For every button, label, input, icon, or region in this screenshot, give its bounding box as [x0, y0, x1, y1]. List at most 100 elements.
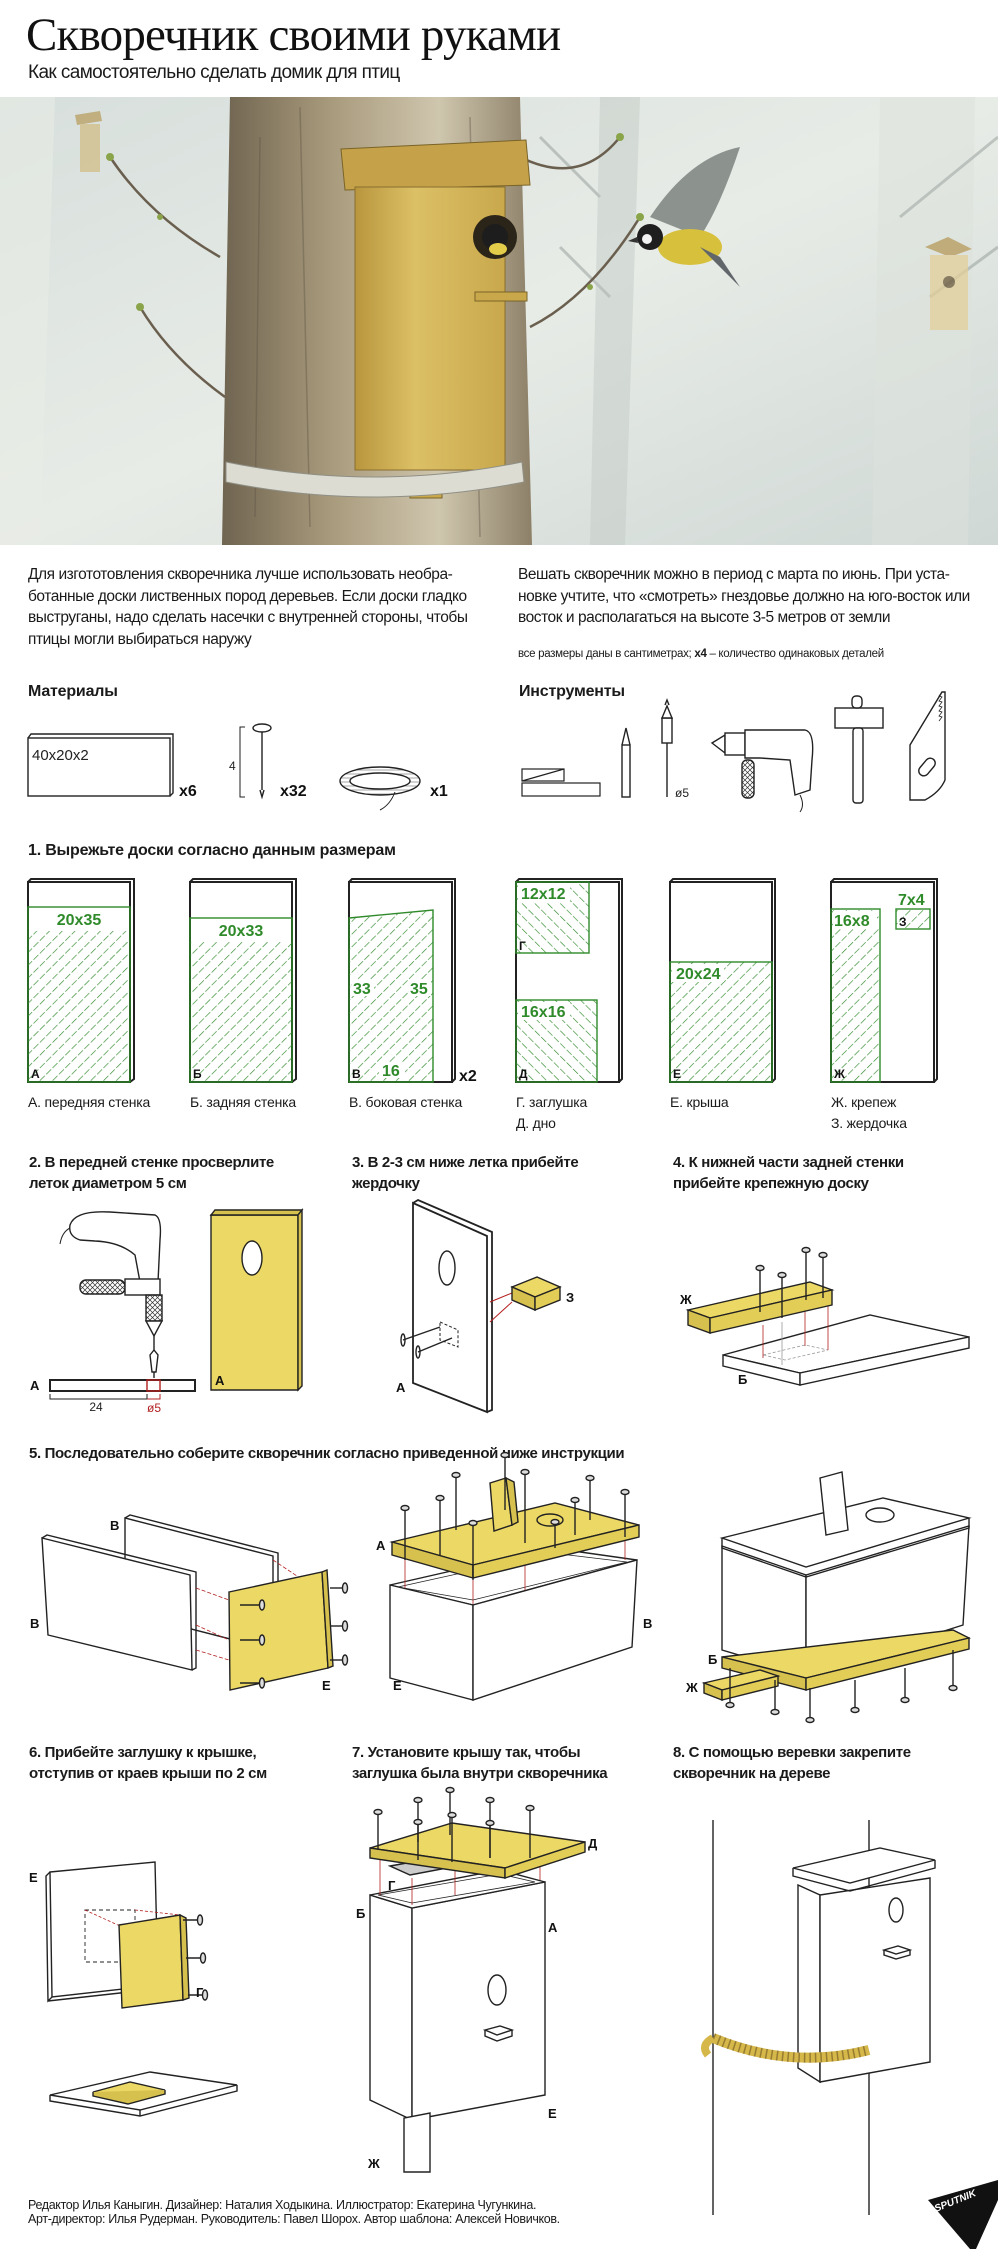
- label-e: Е: [393, 1678, 402, 1693]
- board-b: 20x33 Б: [189, 878, 297, 1083]
- dim-v-left: 33: [353, 981, 371, 998]
- nail-icon: [725, 1668, 735, 1709]
- step5-drawing-sides: В В Е: [30, 1514, 349, 1693]
- rope-illustration: [225, 461, 525, 498]
- nail-material: 4 x32: [229, 723, 307, 800]
- nail-icon: [447, 1811, 457, 1862]
- step5-drawing-assembled: Б Ж: [685, 1471, 972, 1724]
- label-d: Д: [588, 1836, 598, 1851]
- label-zh: Ж: [367, 2156, 380, 2171]
- nail-icon: [818, 1251, 828, 1298]
- nail-icon: [620, 1488, 630, 1537]
- caption-d: Д. дно: [516, 1115, 556, 1131]
- page-title: Скворечник своими руками: [26, 9, 561, 61]
- letter-e: Е: [673, 1067, 681, 1081]
- label-a-board: А: [215, 1373, 225, 1388]
- birdhouse-illustration: [340, 139, 531, 499]
- nail-icon: [330, 1582, 349, 1594]
- label-zh: Ж: [679, 1292, 692, 1307]
- caption-zh: Ж. крепеж: [831, 1094, 897, 1110]
- nail-icon: [900, 1668, 910, 1704]
- nail-icon: [485, 1819, 495, 1858]
- caption-e: Е. крыша: [670, 1094, 729, 1110]
- units-note-suffix: – количество одинаковых деталей: [706, 648, 884, 660]
- qty-v: x2: [459, 1068, 477, 1085]
- caption-b: Б. задняя стенка: [190, 1094, 296, 1110]
- step6-heading: 6. Прибейте заглушку к крышке, отступив …: [29, 1744, 267, 1782]
- nail-icon: [186, 1952, 207, 1964]
- step7-drawing: Д Г Б А Е Ж: [356, 1786, 598, 2173]
- step8-heading: 8. С помощью веревки закрепите скворечни…: [673, 1744, 911, 1782]
- pencil-icon: [621, 727, 631, 798]
- nail-icon: [188, 1989, 209, 2001]
- board-v: 33 35 16 В x2: [348, 878, 477, 1085]
- nail-qty: x32: [280, 783, 307, 800]
- hammer-icon: [834, 695, 884, 804]
- nail-icon: [400, 1504, 410, 1560]
- ruler-icon: [521, 768, 601, 797]
- rope-qty: x1: [430, 783, 448, 800]
- step8-drawing: [700, 1820, 936, 2215]
- letter-g: Г: [519, 939, 526, 953]
- board-e: 20x24 Е: [669, 878, 776, 1083]
- label-a: А: [396, 1380, 406, 1395]
- board-size: 40x20x2: [32, 747, 89, 764]
- label-b: Б: [708, 1652, 717, 1667]
- label-b: Б: [738, 1372, 747, 1387]
- label-z: З: [566, 1290, 574, 1305]
- board-qty: x6: [179, 783, 197, 800]
- step3-drawing: З А: [396, 1198, 574, 1414]
- bird-illustration: [628, 147, 740, 287]
- nail-icon: [850, 1680, 860, 1714]
- nails: [240, 1582, 349, 1689]
- step2-drawing: 24 ø5 А А: [30, 1208, 304, 1415]
- label-g: Г: [196, 1985, 204, 2000]
- units-note: все размеры даны в сантиметрах; x4 – кол…: [518, 648, 884, 660]
- nail-icon: [451, 1471, 461, 1530]
- dim-e: 20x24: [676, 966, 721, 983]
- nail-icon: [755, 1264, 765, 1312]
- label-g: Г: [388, 1878, 396, 1893]
- label-v: В: [110, 1518, 119, 1533]
- drill-bit-icon: ø5: [660, 698, 689, 800]
- tools-heading: Инструменты: [519, 683, 625, 700]
- hero-illustration: [0, 97, 998, 545]
- materials-heading: Материалы: [28, 683, 118, 700]
- intro-text-left: Для изгототовления скворечника лучше исп…: [28, 566, 468, 648]
- step1-heading: 1. Вырежьте доски согласно данным размер…: [28, 842, 396, 859]
- board-zh-z: 16x8 Ж 7x4 З: [830, 878, 938, 1083]
- caption-v: В. боковая стенка: [349, 1094, 463, 1110]
- nail-icon: [240, 1634, 266, 1646]
- label-e: Е: [322, 1678, 331, 1693]
- units-note-bold: x4: [694, 648, 707, 660]
- nail-icon: [413, 1818, 423, 1860]
- dim-v-right: 35: [410, 981, 428, 998]
- nail-length: 4: [229, 759, 236, 773]
- bit-diameter: ø5: [675, 786, 689, 800]
- nail-icon: [500, 1451, 510, 1510]
- sputnik-logo: SPUTNIK: [928, 2180, 998, 2249]
- label-a: А: [548, 1920, 558, 1935]
- step3-heading: 3. В 2-3 см ниже летка прибейте жердочку: [352, 1154, 579, 1192]
- step2-heading: 2. В передней стенке просверлите леток д…: [29, 1154, 274, 1192]
- nail-icon: [240, 1599, 266, 1611]
- nail-icon: [330, 1654, 349, 1666]
- nail-icon: [240, 1677, 266, 1689]
- board-g-d: 12x12 Г 16x16 Д: [515, 878, 623, 1083]
- step5-heading: 5. Последовательно соберите скворечник с…: [29, 1445, 625, 1462]
- nail-icon: [525, 1804, 535, 1858]
- page-subtitle: Как самостоятельно сделать домик для пти…: [28, 62, 400, 83]
- dim-zh: 16x8: [834, 913, 870, 930]
- letter-zh: Ж: [833, 1067, 845, 1081]
- rope-coil-icon: x1: [339, 766, 448, 811]
- step6-drawing: Е Г: [29, 1861, 238, 2117]
- nails: [183, 1914, 209, 2001]
- electric-drill-icon: [710, 729, 814, 813]
- label-a: А: [30, 1378, 40, 1393]
- step5-drawing-front: А В Е: [376, 1451, 652, 1701]
- nail-icon: [550, 1518, 560, 1548]
- label-e: Е: [548, 2106, 557, 2121]
- step4-heading: 4. К нижней части задней стенки прибейте…: [673, 1154, 904, 1192]
